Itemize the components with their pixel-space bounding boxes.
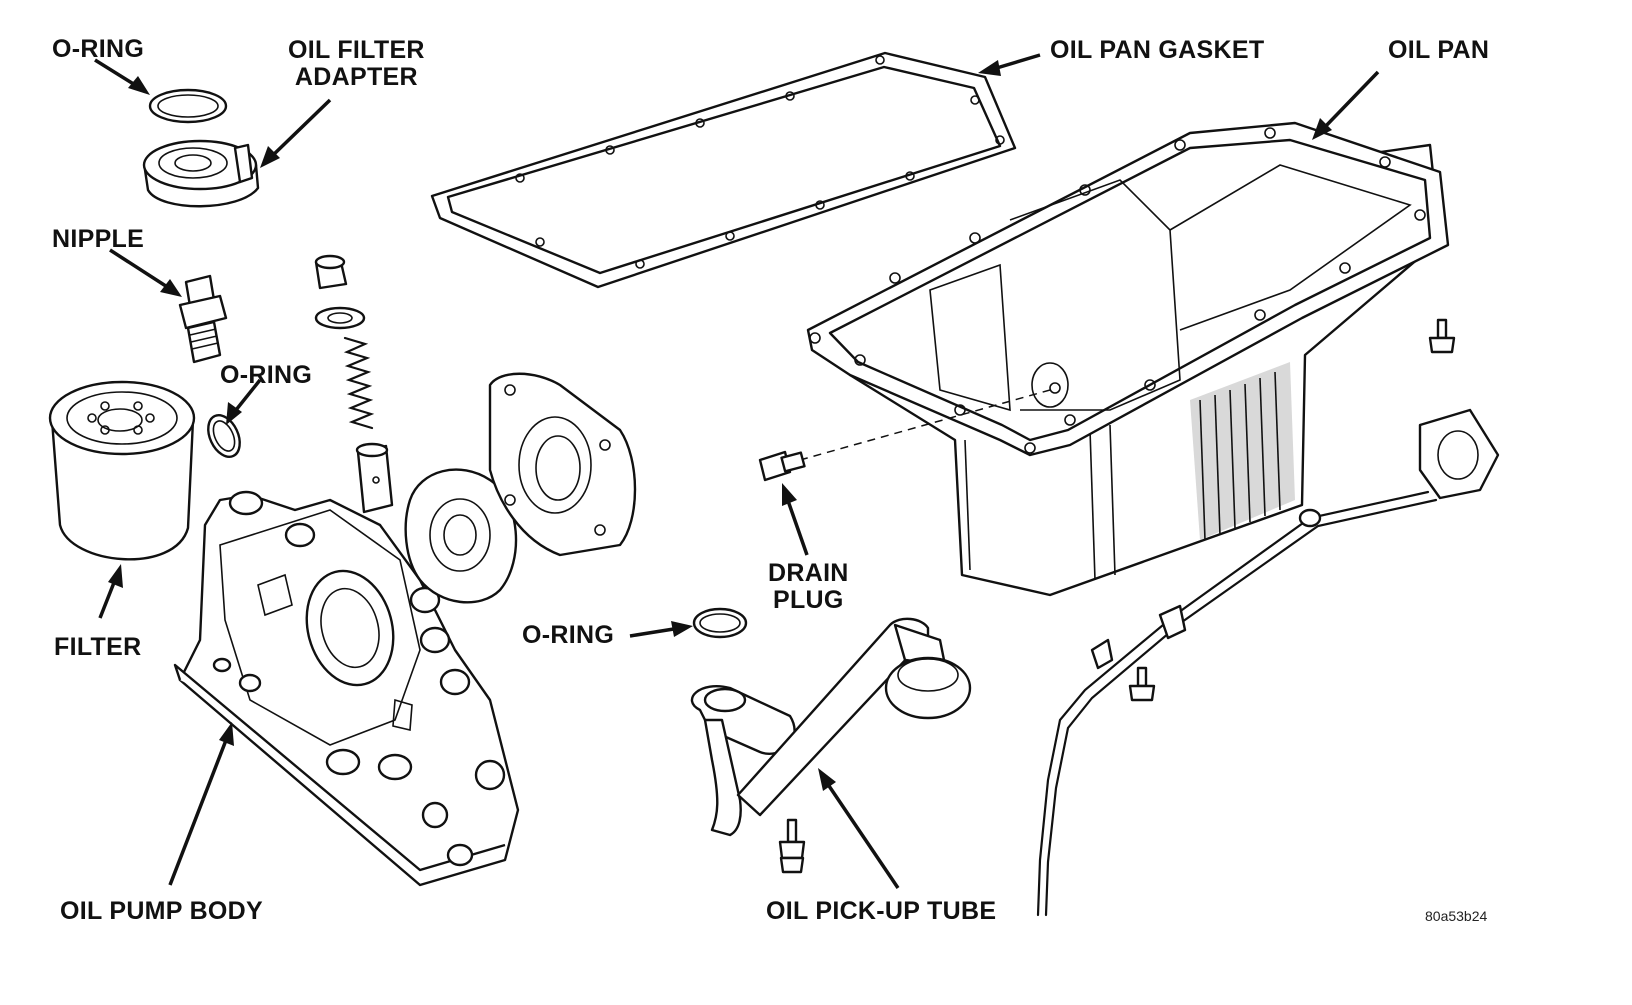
dipstick-tube-bolt xyxy=(1128,666,1156,702)
figure-code: 80a53b24 xyxy=(1425,908,1488,924)
oil-pump-body-label: OIL PUMP BODY xyxy=(60,897,264,925)
drain-plug-label-line1: DRAIN xyxy=(768,559,849,587)
oil-pan-gasket-label: OIL PAN GASKET xyxy=(1050,36,1265,64)
oil-filter-adapter xyxy=(142,139,260,208)
dipstick xyxy=(1036,408,1500,917)
mid-o-ring xyxy=(207,414,241,458)
oil-filter-adapter-label-line1: OIL FILTER xyxy=(288,36,425,64)
o-ring-mid-label: O-RING xyxy=(220,361,313,389)
oil-filter-adapter-label-line2: ADAPTER xyxy=(294,63,418,91)
oil-pan-gasket xyxy=(430,51,1017,289)
filter-label: FILTER xyxy=(54,633,142,661)
drain-plug xyxy=(758,389,1051,482)
pickup-o-ring xyxy=(692,607,748,639)
nipple-label: NIPPLE xyxy=(52,225,145,253)
o-ring-pickup-label: O-RING xyxy=(522,621,615,649)
relief-valve-plunger xyxy=(355,442,394,514)
leader-arrows xyxy=(94,53,1380,889)
oil-pan-label: OIL PAN xyxy=(1388,36,1490,64)
drain-plug-label: DRAIN PLUG xyxy=(768,560,849,614)
oil-pickup-tube-label: OIL PICK-UP TUBE xyxy=(766,897,997,925)
pan-bolt xyxy=(1428,318,1456,354)
relief-valve-washer xyxy=(314,306,366,330)
pickup-tube-bolt xyxy=(778,818,806,874)
pump-cover xyxy=(488,372,637,557)
oil-filter xyxy=(48,380,196,561)
relief-valve-cap xyxy=(314,254,348,290)
oil-filter-adapter-label: OIL FILTER ADAPTER xyxy=(288,37,425,91)
top-o-ring xyxy=(148,88,228,124)
oil-pan xyxy=(806,121,1450,597)
o-ring-top-label: O-RING xyxy=(52,35,145,63)
oil-pump-body xyxy=(173,490,520,887)
oil-pickup-tube xyxy=(690,617,972,837)
nipple xyxy=(178,274,228,364)
pump-rotor xyxy=(404,468,518,604)
relief-valve-spring xyxy=(343,336,375,430)
drain-plug-label-line2: PLUG xyxy=(773,586,844,614)
